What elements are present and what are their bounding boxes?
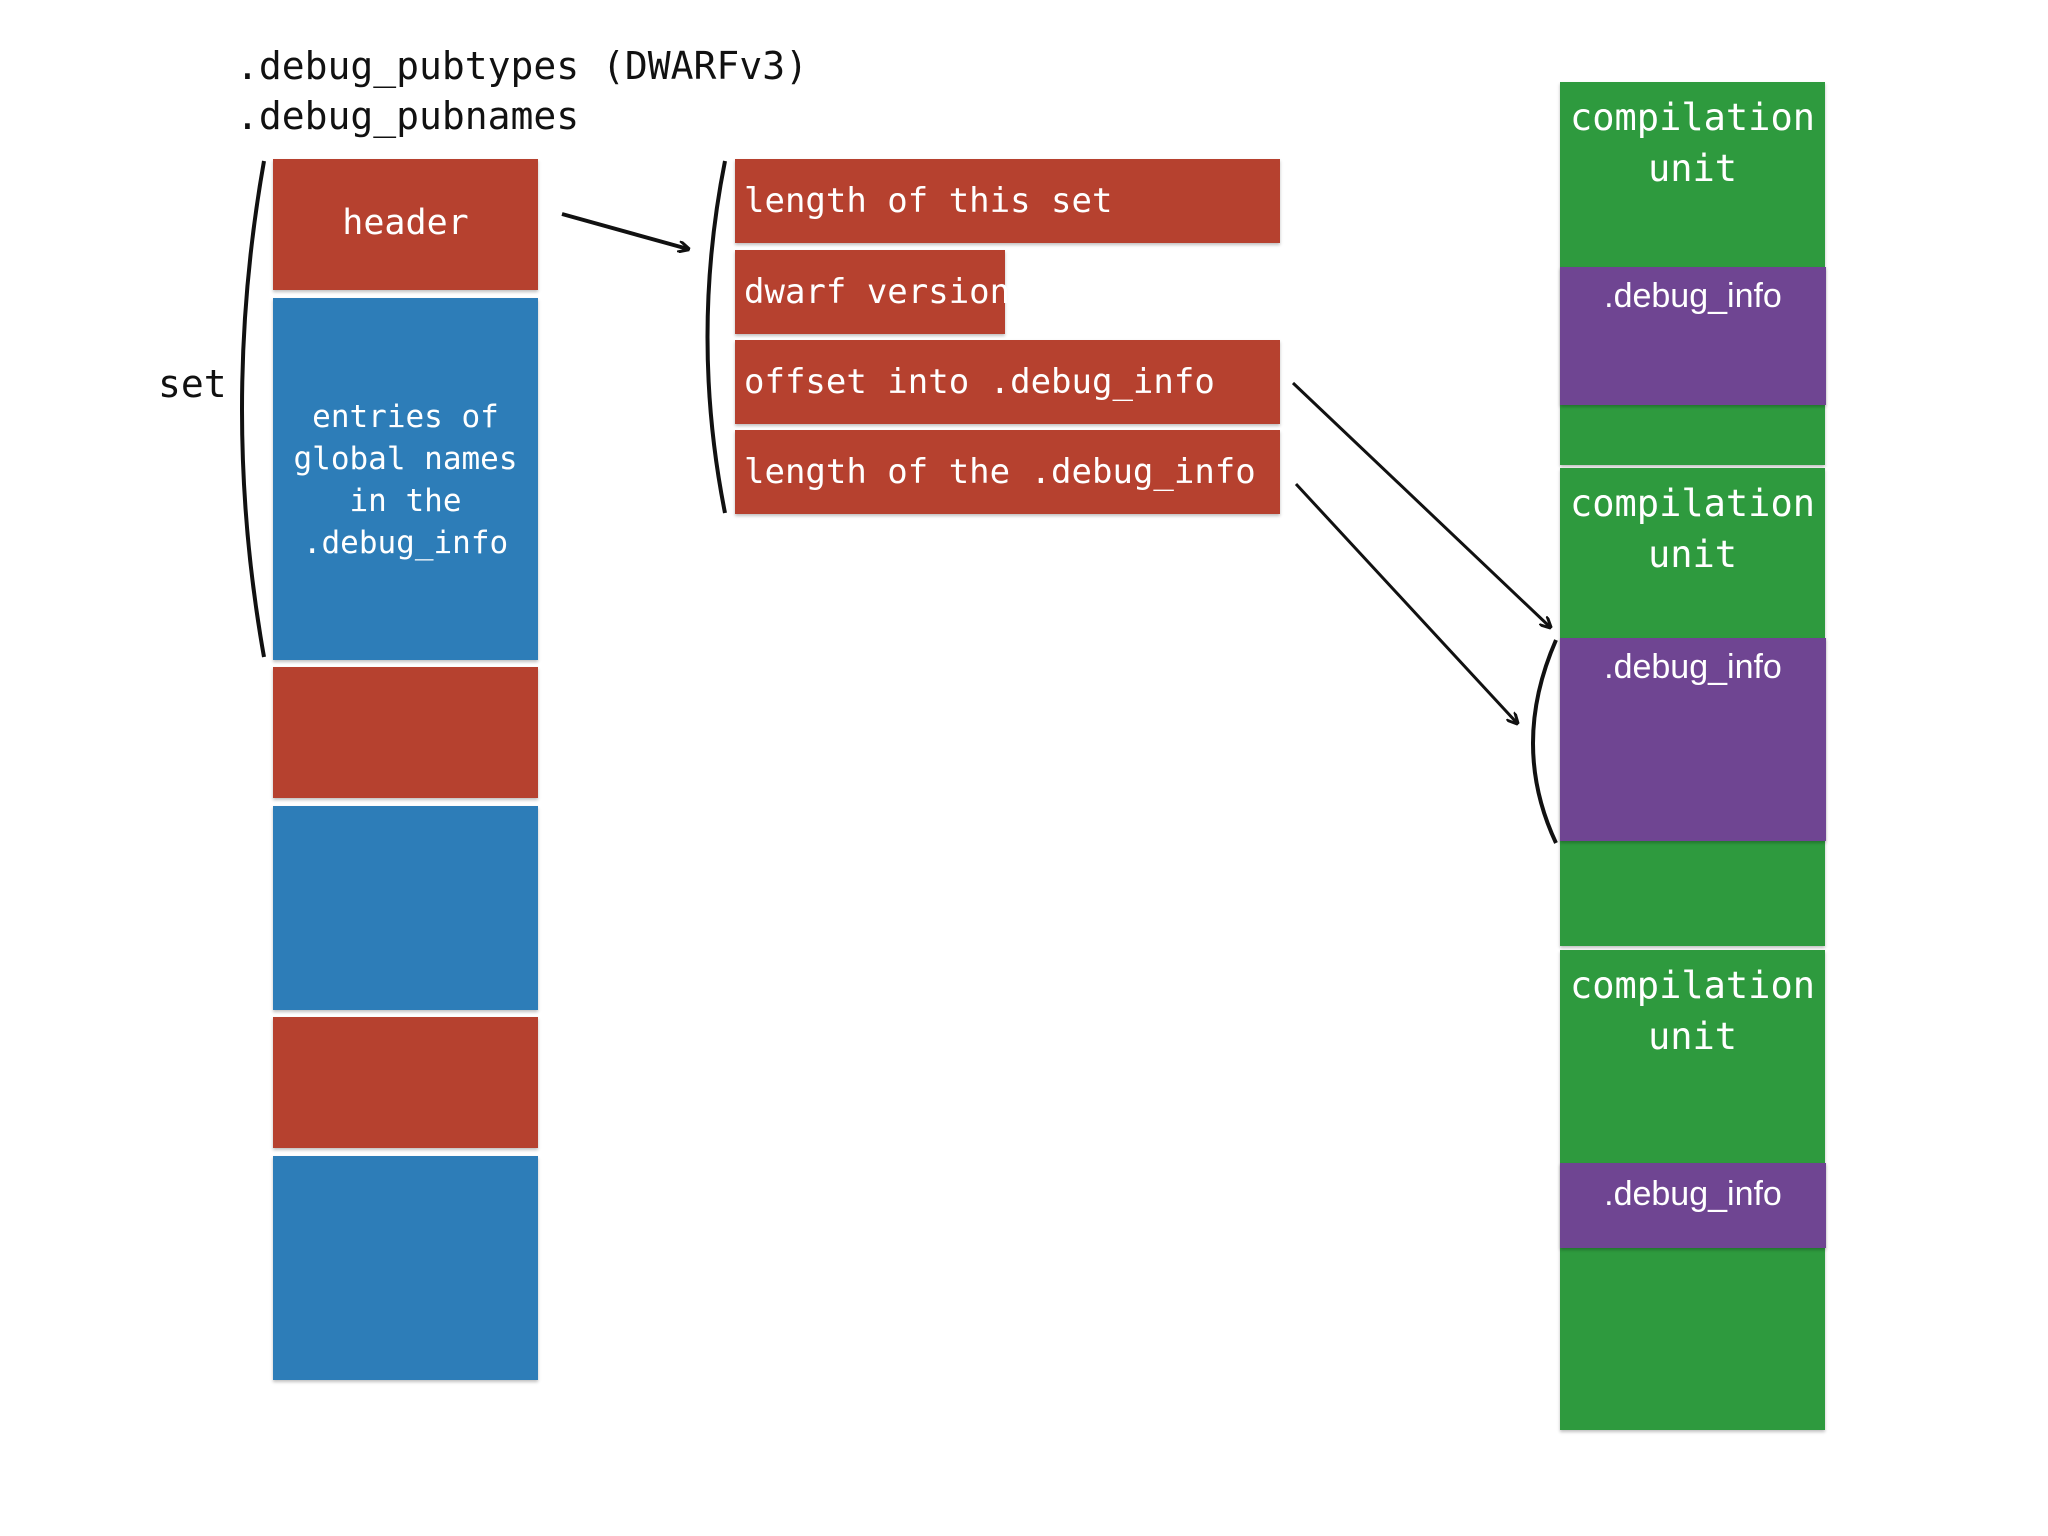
- debug-info-label: .debug_info: [1604, 277, 1782, 315]
- header-field-label: dwarf version: [744, 272, 1011, 312]
- header-field-label: length of this set: [744, 181, 1113, 221]
- set-label: set: [158, 362, 227, 406]
- arrow-down-right-icon: [1294, 482, 1517, 723]
- header-field-label: length of the .debug_info: [744, 452, 1256, 492]
- arrow-down-right-icon: [1291, 381, 1550, 627]
- header-field-length-of-set: length of this set: [735, 159, 1280, 243]
- brace-left-icon: [1531, 639, 1558, 844]
- header-block-label: header: [342, 203, 469, 243]
- header-field-length-of-info: length of the .debug_info: [735, 430, 1280, 514]
- debug-info-block-1: .debug_info: [1560, 267, 1826, 405]
- debug-info-label: .debug_info: [1604, 648, 1782, 686]
- header-field-offset: offset into .debug_info: [735, 340, 1280, 424]
- debug-info-block-3: .debug_info: [1560, 1163, 1826, 1248]
- brace-left-icon: [705, 160, 727, 514]
- debug-info-block-2: .debug_info: [1560, 638, 1826, 841]
- header-field-label: offset into .debug_info: [744, 362, 1215, 402]
- brace-left-icon: [240, 160, 266, 658]
- debug-info-label: .debug_info: [1604, 1175, 1782, 1213]
- header-field-dwarf-version: dwarf version: [735, 250, 1010, 334]
- section-title-pubtypes: .debug_pubtypes (DWARFv3): [236, 44, 808, 88]
- compilation-unit-title: compilation unit: [1569, 964, 1816, 1058]
- header-block-2: [273, 667, 538, 798]
- section-title-pubnames: .debug_pubnames: [236, 94, 580, 138]
- entries-block-label: entries of global names in the .debug_in…: [293, 399, 518, 561]
- arrow-right-icon: [561, 212, 688, 249]
- entries-block: entries of global names in the .debug_in…: [273, 298, 538, 660]
- compilation-unit-title: compilation unit: [1569, 96, 1816, 190]
- entries-block-3: [273, 1156, 538, 1380]
- entries-block-2: [273, 806, 538, 1010]
- compilation-unit-title: compilation unit: [1569, 482, 1816, 576]
- header-block: header: [273, 159, 538, 290]
- header-block-3: [273, 1017, 538, 1148]
